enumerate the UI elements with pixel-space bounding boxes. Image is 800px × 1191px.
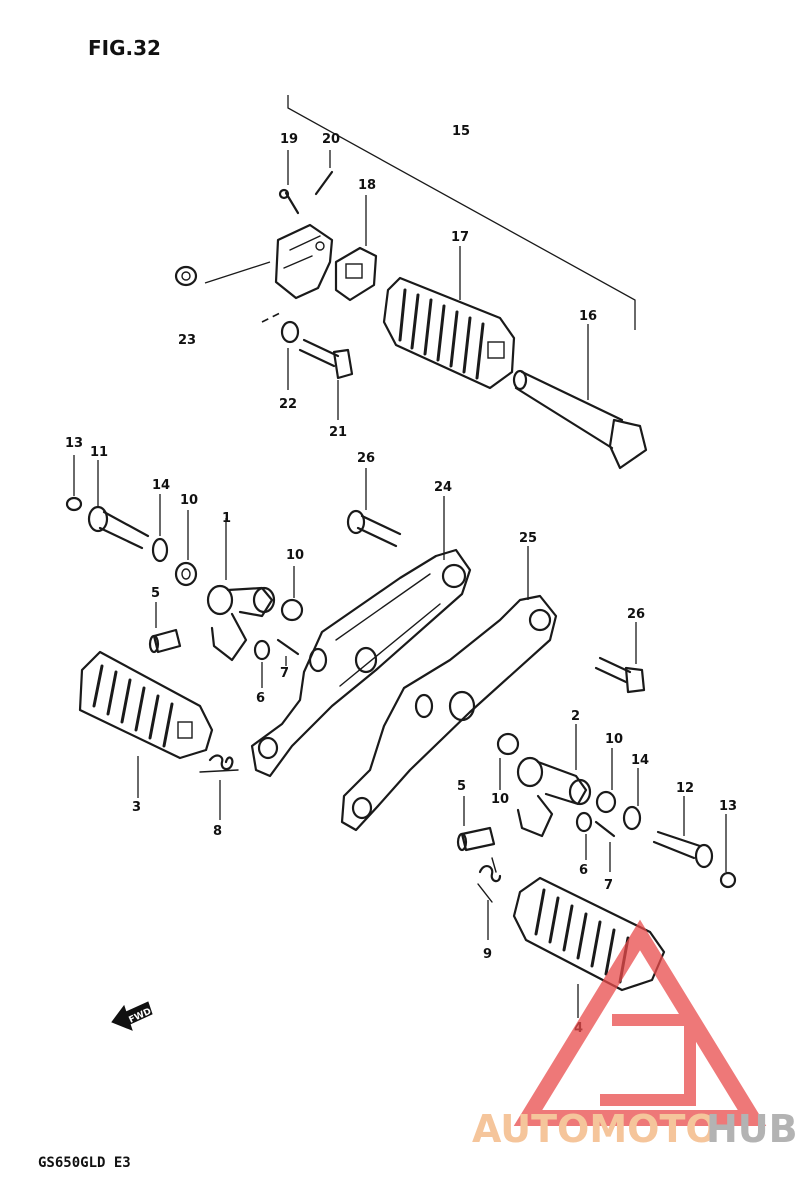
- forward-arrow-icon: FWD: [111, 1001, 153, 1031]
- callout-25: 25: [519, 531, 537, 546]
- callout-10-left-a: 10: [180, 493, 198, 508]
- callout-6-right: 6: [579, 863, 588, 878]
- callout-22: 22: [279, 397, 297, 412]
- part-3-footrest: [78, 650, 214, 798]
- part-19-bolt: [278, 150, 300, 215]
- watermark-text-primary: AUTOMOTO: [472, 1107, 718, 1151]
- callout-26-right: 26: [627, 607, 645, 622]
- callout-18: 18: [358, 178, 376, 193]
- callout-10-right-a: 10: [491, 792, 509, 807]
- part-10-bush-left-b: [280, 566, 304, 622]
- part-24-bracket: [250, 496, 472, 778]
- part-11-bolt: [87, 460, 150, 550]
- callout-5-right: 5: [457, 779, 466, 794]
- callout-21: 21: [329, 425, 347, 440]
- callout-1: 1: [222, 511, 231, 526]
- part-4-footrest: [512, 876, 666, 1018]
- callout-11: 11: [90, 445, 108, 460]
- callout-2: 2: [571, 709, 580, 724]
- part-21-bolt: [298, 338, 354, 420]
- watermark-logo: AUTOMOTO HUB: [472, 919, 798, 1151]
- part-1-bracket: [206, 518, 276, 662]
- callout-6-left: 6: [256, 691, 265, 706]
- callout-9: 9: [483, 947, 492, 962]
- callout-12: 12: [676, 781, 694, 796]
- callout-26-upper: 26: [357, 451, 375, 466]
- part-20-pin: [314, 150, 334, 196]
- part-14-washer-left: [151, 494, 169, 563]
- part-26-bolt-upper: [346, 468, 402, 548]
- callout-19: 19: [280, 132, 298, 147]
- part-6-washer-right: [575, 811, 593, 860]
- callout-14-left: 14: [152, 478, 170, 493]
- callout-24: 24: [434, 480, 452, 495]
- part-23-nut: [174, 261, 271, 287]
- callout-5-left: 5: [151, 586, 160, 601]
- part-12-bolt: [652, 796, 714, 869]
- part-10-bush-right-a: [496, 732, 520, 790]
- watermark-text-secondary: HUB: [706, 1107, 798, 1151]
- callout-10-left-b: 10: [286, 548, 304, 563]
- part-10-bush-left-a: [174, 510, 198, 587]
- figure-title: FIG.32: [88, 36, 161, 60]
- part-10-bush-right-b: [595, 748, 617, 814]
- part-18-plate: [334, 195, 378, 302]
- part-9-spring: [477, 857, 502, 940]
- footrest-bracket: [274, 223, 334, 300]
- callout-7-left: 7: [280, 666, 289, 681]
- part-13-nut-left: [65, 455, 83, 512]
- callout-16: 16: [579, 309, 597, 324]
- part-5-pin-right: [456, 796, 496, 852]
- callout-17: 17: [451, 230, 469, 245]
- callout-13-left: 13: [65, 436, 83, 451]
- callout-14-right: 14: [631, 753, 649, 768]
- part-2-bracket: [516, 724, 592, 838]
- callout-10-right-b: 10: [605, 732, 623, 747]
- callout-20: 20: [322, 132, 340, 147]
- callout-23: 23: [178, 333, 196, 348]
- assembly-bracket-15: [287, 95, 636, 330]
- callout-13-right: 13: [719, 799, 737, 814]
- part-14-washer-right: [622, 768, 642, 831]
- callout-7-right: 7: [604, 878, 613, 893]
- callout-15: 15: [452, 124, 470, 139]
- callout-8: 8: [213, 824, 222, 839]
- part-7-pin-left: [276, 638, 300, 666]
- part-7-pin-right: [594, 820, 616, 872]
- model-code: GS650GLD E3: [38, 1155, 131, 1171]
- part-16-pin: [512, 324, 648, 470]
- part-13-nut-right: [719, 814, 737, 889]
- part-17-rubber: [382, 246, 516, 390]
- callout-3: 3: [132, 800, 141, 815]
- part-5-pin-left: [148, 602, 182, 654]
- part-6-washer-left: [253, 639, 271, 688]
- part-26-bolt-right: [594, 622, 646, 694]
- part-25-bracket: [340, 546, 558, 832]
- part-8-spring: [199, 754, 239, 820]
- part-22-washer: [261, 311, 300, 390]
